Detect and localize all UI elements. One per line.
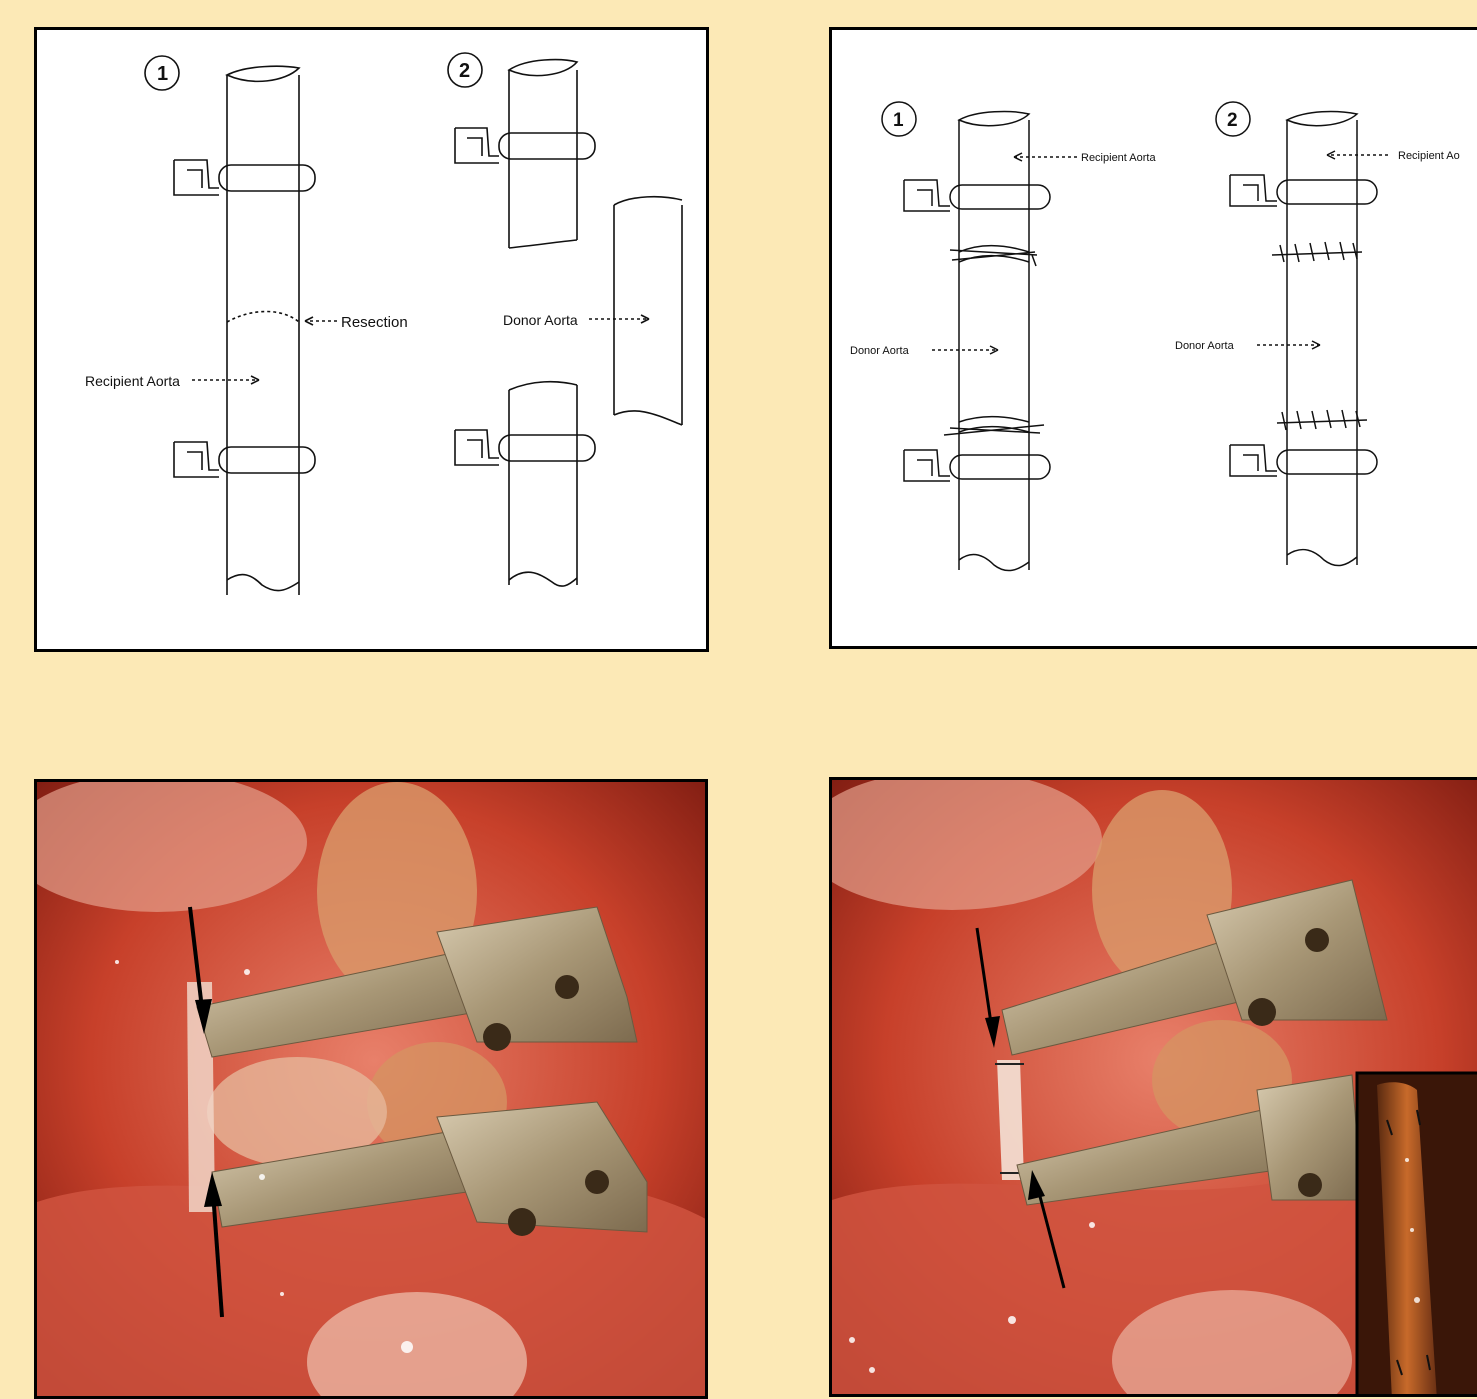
recipient-stump-upper xyxy=(455,60,595,248)
vascular-clamp-upper xyxy=(174,160,315,195)
diagram-panel-resection: 1 2 Resection Recipient Aorta Donor Aort… xyxy=(34,27,709,652)
donor-aorta-label-2: Donor Aorta xyxy=(1175,340,1235,352)
surgical-photo-illustration xyxy=(37,782,708,1399)
recipient-aorta-label-1: Recipient Aorta xyxy=(1081,152,1156,164)
graft-step-1 xyxy=(904,112,1050,571)
vascular-clamp-lower xyxy=(174,442,315,477)
recipient-stump-lower xyxy=(455,382,595,586)
surgical-photo-grafted xyxy=(829,777,1477,1397)
recipient-aorta-label: Recipient Aorta xyxy=(85,373,180,389)
anastomosis-schematic: 1 2 Recipient Aorta Recipient Ao Donor A… xyxy=(832,30,1477,649)
surgical-photo-clamped xyxy=(34,779,708,1399)
donor-aorta-label: Donor Aorta xyxy=(503,312,578,328)
step-1-number: 1 xyxy=(157,63,168,85)
surgical-photo-illustration xyxy=(832,780,1477,1397)
resection-label: Resection xyxy=(341,314,408,331)
donor-aorta-label-1: Donor Aorta xyxy=(850,345,910,357)
donor-aorta-segment xyxy=(614,197,682,425)
step-2-number: 2 xyxy=(459,60,470,82)
graft-step-2 xyxy=(1230,112,1377,566)
diagram-panel-anastomosis: 1 2 Recipient Aorta Recipient Ao Donor A… xyxy=(829,27,1477,649)
recipient-aorta-vessel xyxy=(227,66,299,595)
step-2-number: 2 xyxy=(1227,110,1238,131)
recipient-aorta-label-2: Recipient Ao xyxy=(1398,150,1460,162)
resection-schematic: 1 2 Resection Recipient Aorta Donor Aort… xyxy=(37,30,709,652)
graft-closeup-inset xyxy=(1357,1073,1477,1397)
step-1-number: 1 xyxy=(893,110,904,131)
